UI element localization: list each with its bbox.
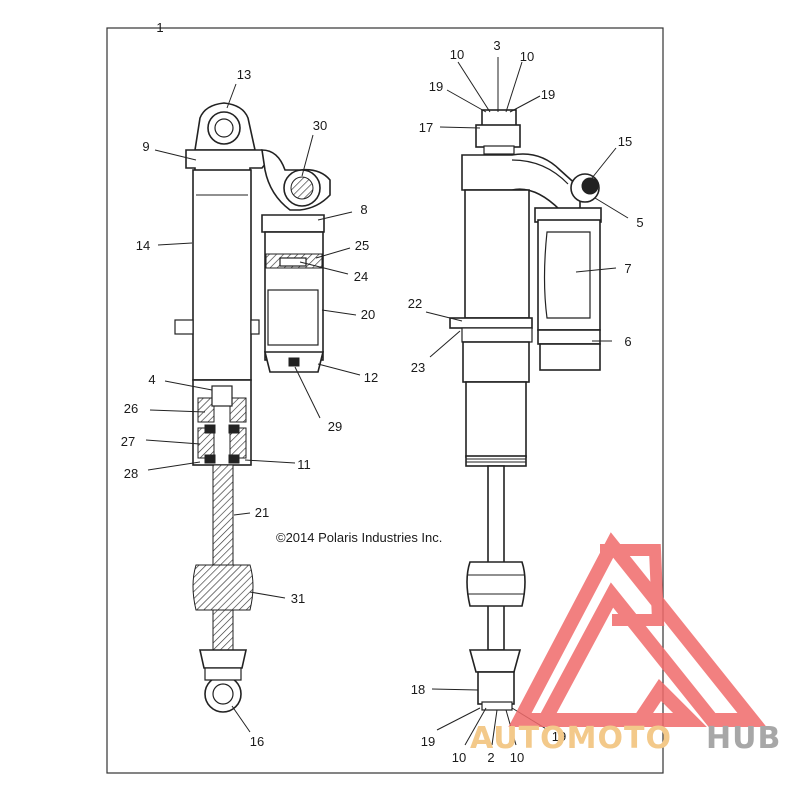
callout-8: 8 xyxy=(360,202,367,217)
callout-labels: 1 13 9 14 30 8 25 24 20 12 29 4 26 27 28… xyxy=(121,20,644,765)
callout-18: 18 xyxy=(411,682,425,697)
callout-28: 28 xyxy=(124,466,138,481)
callout-21: 21 xyxy=(255,505,269,520)
callout-24: 24 xyxy=(354,269,368,284)
callout-26: 26 xyxy=(124,401,138,416)
callout-19-bottom-left: 19 xyxy=(421,734,435,749)
callout-31: 31 xyxy=(291,591,305,606)
watermark-text-automoto: AUTOMOTO xyxy=(470,721,672,756)
callout-11: 11 xyxy=(297,457,311,472)
callout-10-bottom-right: 10 xyxy=(510,750,524,765)
callout-25: 25 xyxy=(355,238,369,253)
callout-17: 17 xyxy=(419,120,433,135)
right-shock-exterior xyxy=(449,109,602,711)
callout-3: 3 xyxy=(493,38,500,53)
callout-7: 7 xyxy=(624,261,631,276)
leader-lines xyxy=(145,57,629,746)
callout-10-top-right: 10 xyxy=(520,49,534,64)
callout-19-bottom-right: 19 xyxy=(552,729,566,744)
callout-1: 1 xyxy=(156,20,163,35)
callout-10-top-left: 10 xyxy=(450,47,464,62)
callout-30: 30 xyxy=(313,118,327,133)
callout-19-top-right: 19 xyxy=(541,87,555,102)
callout-14: 14 xyxy=(136,238,150,253)
copyright-text: ©2014 Polaris Industries Inc. xyxy=(276,530,442,545)
callout-23: 23 xyxy=(411,360,425,375)
callout-2: 2 xyxy=(487,750,494,765)
callout-9: 9 xyxy=(142,139,149,154)
diagram-frame xyxy=(106,27,664,774)
callout-12: 12 xyxy=(364,370,378,385)
callout-19-top-left: 19 xyxy=(429,79,443,94)
automotohub-watermark-logo xyxy=(508,532,767,727)
callout-5: 5 xyxy=(636,215,643,230)
callout-22: 22 xyxy=(408,296,422,311)
callout-16: 16 xyxy=(250,734,264,749)
callout-13: 13 xyxy=(237,67,251,82)
callout-6: 6 xyxy=(624,334,631,349)
callout-15: 15 xyxy=(618,134,632,149)
callout-27: 27 xyxy=(121,434,135,449)
left-shock-section xyxy=(174,102,331,713)
watermark-text-hub: HUB xyxy=(706,721,781,756)
callout-10-bottom-left: 10 xyxy=(452,750,466,765)
callout-29: 29 xyxy=(328,419,342,434)
callout-20: 20 xyxy=(361,307,375,322)
callout-4: 4 xyxy=(148,372,155,387)
